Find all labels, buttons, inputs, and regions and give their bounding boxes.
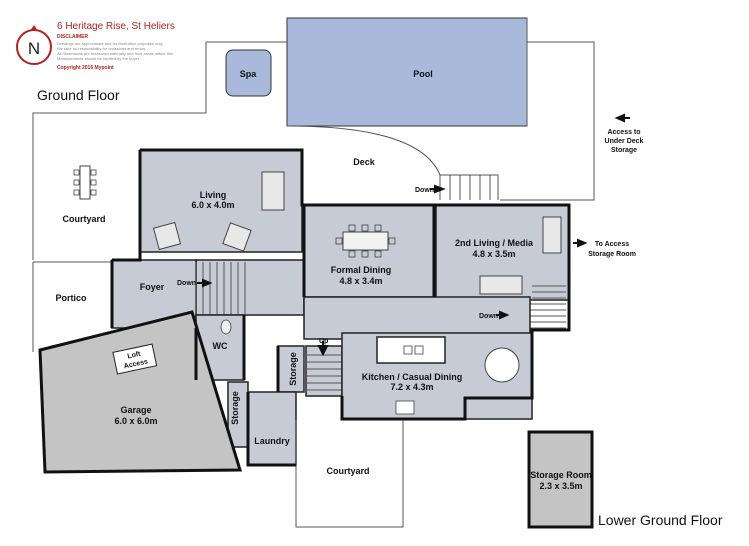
- deck-outline: [32, 18, 595, 260]
- storage-room-label: Storage Room: [530, 470, 592, 480]
- up-stairs-treads: [306, 354, 342, 391]
- disclaimer-line: We take no responsibility for omissions …: [57, 46, 147, 51]
- disclaimer-title: DISCLAIMER: [57, 34, 89, 40]
- deck-label: Deck: [353, 157, 376, 167]
- foyer-label: Foyer: [140, 282, 165, 292]
- wc-label: WC: [213, 341, 228, 351]
- arrow-right-icon: [496, 310, 510, 320]
- second-living-size: 4.8 x 3.5m: [472, 249, 515, 259]
- arrow-down-icon: [317, 341, 329, 357]
- laundry-room: [247, 391, 297, 466]
- disclaimer-line: All dimensions are measured internally a…: [57, 51, 174, 56]
- property-address: 6 Heritage Rise, St Heliers: [57, 21, 175, 32]
- portico-outline: [32, 261, 112, 352]
- outdoor-table-icon: [73, 165, 97, 200]
- kitchen-island-icon: [376, 336, 520, 415]
- access-under-deck-line3: Storage: [611, 147, 637, 154]
- storage-center-label: Storage: [288, 352, 298, 386]
- garage-room: [38, 310, 243, 474]
- pool-label: Pool: [413, 69, 433, 79]
- sofa-icon: [152, 171, 285, 252]
- garage-size: 6.0 x 6.0m: [114, 416, 157, 426]
- kitchen-size: 7.2 x 4.3m: [390, 382, 433, 392]
- lower-ground-floor-title: Lower Ground Floor: [598, 512, 723, 528]
- kitchen-label: Kitchen / Casual Dining: [362, 372, 463, 382]
- storage-center-room: [277, 345, 305, 393]
- garage-label: Garage: [120, 405, 151, 415]
- arrow-left-icon: [614, 113, 630, 123]
- toilet-icon: [220, 319, 232, 335]
- storage-room: [527, 430, 594, 529]
- down-deck-label: Down: [415, 187, 434, 194]
- loft-access-hatch: Loft Access: [112, 343, 158, 375]
- media-sofa-icon: [479, 216, 562, 295]
- arrow-right-icon: [573, 238, 588, 248]
- courtyard-bottom-outline: [295, 420, 404, 528]
- courtyard-left-label: Courtyard: [62, 214, 105, 224]
- laundry-label: Laundry: [254, 436, 290, 446]
- ground-floor-title: Ground Floor: [37, 87, 120, 103]
- compass-pointer: [30, 25, 38, 31]
- copyright: Copyright 2016 Mypoint: [57, 65, 114, 71]
- portico-label: Portico: [55, 293, 87, 303]
- second-living-label: 2nd Living / Media: [455, 238, 534, 248]
- loft-access-label-line1: Loft: [127, 351, 142, 361]
- foyer-stairs: [195, 262, 246, 314]
- access-storage-room-line2: Storage Room: [588, 251, 636, 258]
- down-foyer-label: Down: [177, 280, 196, 287]
- exterior-walls: [110, 148, 571, 467]
- compass-letter: N: [28, 39, 40, 58]
- courtyard-bottom-label: Courtyard: [326, 466, 369, 476]
- down-media-label: Down: [479, 313, 498, 320]
- disclaimer-line: Drawings are approximate and for illustr…: [57, 41, 163, 46]
- dining-table-icon: [335, 224, 396, 258]
- deck-stairs: [440, 174, 499, 200]
- pool: [286, 17, 528, 127]
- access-under-deck-line1: Access to: [607, 129, 640, 136]
- header: N 6 Heritage Rise, St Heliers DISCLAIMER…: [16, 21, 175, 71]
- spa-label: Spa: [240, 69, 258, 79]
- living-size: 6.0 x 4.0m: [191, 200, 234, 210]
- spa: [225, 49, 272, 97]
- formal-dining-size: 4.8 x 3.4m: [339, 276, 382, 286]
- central-hall: [195, 259, 305, 316]
- living-label: Living: [200, 190, 227, 200]
- arrow-right-icon: [197, 278, 213, 288]
- arrow-right-icon: [430, 184, 446, 194]
- disclaimer-line: Measurements should be verified by the b…: [57, 56, 140, 61]
- access-storage-room-line1: To Access: [595, 241, 629, 248]
- access-under-deck-line2: Under Deck: [605, 138, 644, 145]
- loft-access-label-line2: Access: [123, 358, 149, 370]
- formal-dining-label: Formal Dining: [331, 265, 392, 275]
- storage-room-size: 2.3 x 3.5m: [539, 481, 582, 491]
- media-stairs: [500, 285, 566, 329]
- storage-left-label: Storage: [230, 391, 240, 425]
